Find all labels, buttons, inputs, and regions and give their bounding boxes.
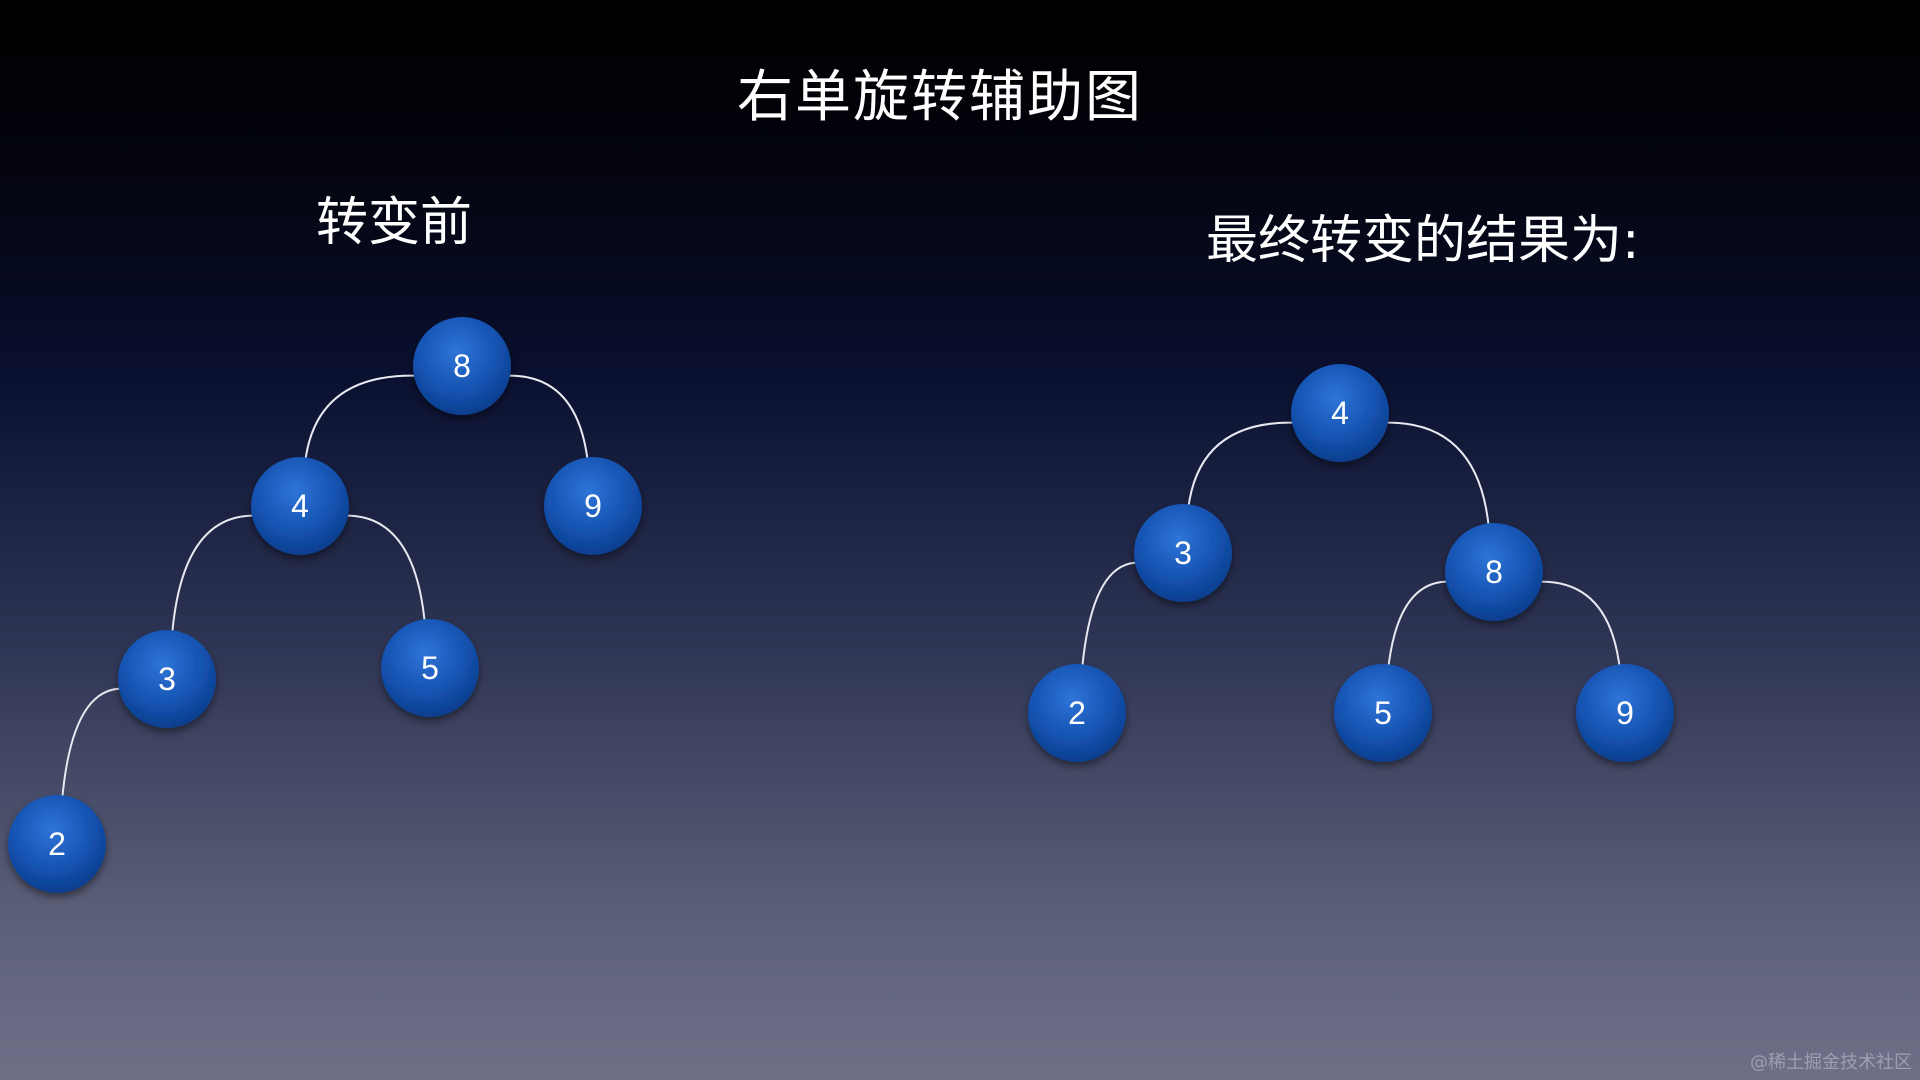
after-node-circle — [1334, 664, 1432, 762]
before-node-3: 3 — [118, 630, 216, 728]
before-node-circle — [413, 317, 511, 415]
after-node-4: 4 — [1291, 364, 1389, 462]
after-node-3: 3 — [1134, 504, 1232, 602]
before-node-9: 9 — [544, 457, 642, 555]
after-node-label: 8 — [1485, 554, 1503, 590]
after-node-label: 2 — [1068, 695, 1086, 731]
before-node-label: 2 — [48, 826, 66, 862]
before-node-8: 8 — [413, 317, 511, 415]
after-node-8: 8 — [1445, 523, 1543, 621]
before-node-circle — [251, 457, 349, 555]
after-node-9: 9 — [1576, 664, 1674, 762]
after-node-circle — [1445, 523, 1543, 621]
after-edge-m8-m5 — [1386, 580, 1453, 672]
before-node-2: 2 — [8, 795, 106, 893]
before-node-circle — [381, 619, 479, 717]
after-node-label: 3 — [1174, 535, 1192, 571]
before-edge-n3-n2 — [60, 687, 126, 803]
page-title: 右单旋转辅助图 — [737, 65, 1143, 130]
after-node-5: 5 — [1334, 664, 1432, 762]
before-node-label: 4 — [291, 488, 309, 524]
after-node-label: 4 — [1331, 395, 1349, 431]
before-edge-n4-n3 — [170, 514, 259, 638]
after-edge-m4-m3 — [1186, 421, 1299, 512]
before-edge-n8-n4 — [303, 374, 421, 465]
watermark: @稀土掘金技术社区 — [1750, 1052, 1912, 1073]
after-edge-m4-m8 — [1381, 421, 1491, 531]
after-edge-m3-m2 — [1080, 561, 1142, 672]
after-node-circle — [1028, 664, 1126, 762]
after-tree-title: 最终转变的结果为: — [1206, 211, 1640, 271]
after-node-label: 9 — [1616, 695, 1634, 731]
before-node-5: 5 — [381, 619, 479, 717]
after-node-circle — [1134, 504, 1232, 602]
after-node-2: 2 — [1028, 664, 1126, 762]
after-node-circle — [1291, 364, 1389, 462]
before-edge-n8-n9 — [503, 374, 590, 465]
before-node-circle — [118, 630, 216, 728]
before-node-label: 3 — [158, 661, 176, 697]
before-tree-title: 转变前 — [316, 193, 473, 253]
before-node-circle — [544, 457, 642, 555]
after-node-circle — [1576, 664, 1674, 762]
before-node-4: 4 — [251, 457, 349, 555]
before-node-label: 5 — [421, 650, 439, 686]
before-node-label: 9 — [584, 488, 602, 524]
before-node-label: 8 — [453, 348, 471, 384]
after-edge-m8-m9 — [1535, 580, 1622, 672]
after-node-label: 5 — [1374, 695, 1392, 731]
before-edge-n4-n5 — [341, 514, 427, 627]
before-node-circle — [8, 795, 106, 893]
